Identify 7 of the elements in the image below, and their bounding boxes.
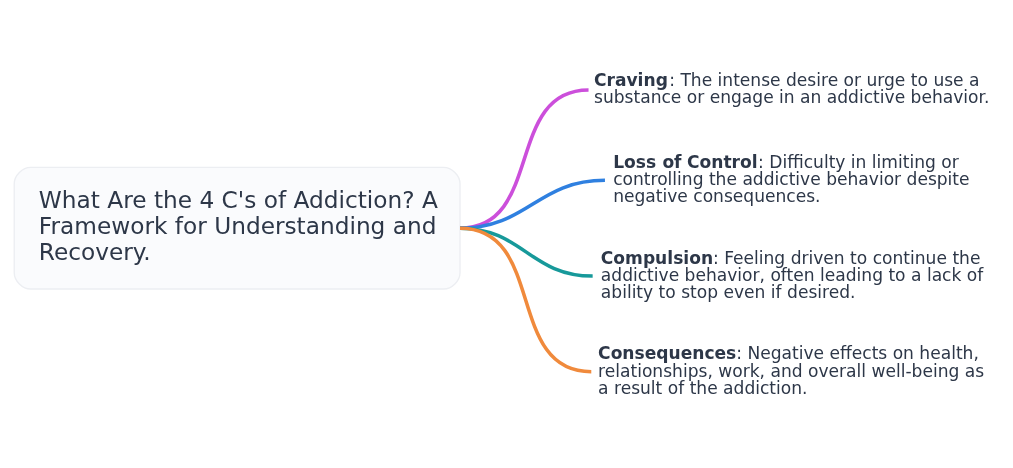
node-text: Loss of Control: Difficulty in limiting or controlling the addictive behavior despite negative consequences. xyxy=(613,152,970,207)
connector xyxy=(459,178,606,230)
node-text: Craving: The intense desire or urge to use a substance or engage in an addictive behavior. xyxy=(594,69,990,108)
node-box: What Are the 4 C's of Addiction? A Framework for Understanding and Recovery. xyxy=(13,166,461,290)
connector xyxy=(459,226,592,374)
node-text: Compulsion: Feeling driven to continue the addictive behavior, often leading to a lack of ability to stop even if desired. xyxy=(600,247,984,302)
node-text: Consequences: Negative effects on health, relationships, work, and overall well-being as a result of the addiction. xyxy=(598,343,985,398)
